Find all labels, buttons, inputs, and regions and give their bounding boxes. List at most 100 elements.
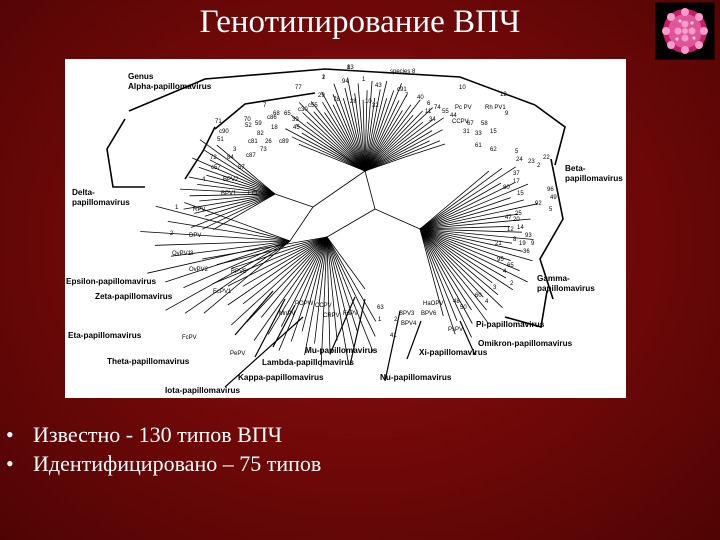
clade-bracket [184,126,216,180]
tree-leaf-label: 70 [244,117,251,123]
tree-branch [253,236,328,341]
genus-label: Kappa-papillomavirus [238,373,324,382]
tree-branch [357,83,366,172]
tree-branch [301,236,328,332]
tree-branch [312,170,366,208]
tree-leaf-label: 47 [505,215,512,221]
tree-leaf-label: 10 [459,85,466,91]
bullet-item: •Известно - 130 типов ВПЧ [6,422,283,447]
tree-leaf-label: 93 [525,233,532,239]
tree-leaf-label: 19 [519,241,526,247]
tree-branch [165,240,291,283]
tree-leaf-label: 25 [515,211,522,217]
tree-leaf-label: EcPV1 [213,289,232,295]
tree-branch [364,100,400,172]
tree-leaf-label: 8 [347,65,351,71]
tree-branch [290,114,366,172]
tree-branch [231,236,328,326]
tree-leaf-label: c86 [267,115,277,121]
tree-branch [183,193,276,210]
tree-branch [242,236,328,305]
tree-leaf-label: 84 [227,155,234,161]
tree-leaf-label: 2 [170,231,174,237]
tree-branch [419,170,490,230]
tree-leaf-label: c55 [308,103,318,109]
tree-leaf-label: BPV6 [421,311,437,317]
tree-branch [199,193,276,202]
tree-branch [364,140,430,172]
tree-leaf-label: 7 [405,93,409,99]
tree-leaf-label: 3 [493,285,497,291]
tree-leaf-label: 3 [233,147,237,153]
tree-branch [285,128,366,172]
tree-branch [344,87,366,172]
tree-leaf-label: c87 [246,153,256,159]
tree-branch [227,236,328,287]
tree-leaf-label: 44 [450,113,457,119]
tree-branch [216,144,276,195]
tree-leaf-label: 57 [238,165,245,171]
tree-leaf-label: PsPV [448,327,463,333]
tree-branch [364,80,388,172]
tree-branch [419,228,528,283]
genus-label: Xi-papillomavirus [419,348,488,357]
tree-branch [419,183,529,230]
tree-branch [364,90,395,172]
tree-branch [364,110,403,172]
genus-label: Mu-papillomavirus [305,346,378,355]
tree-branch [310,101,366,172]
tree-leaf-label: c81 [248,139,258,145]
tree-leaf-label: 34 [429,117,436,123]
tree-branch [354,93,366,172]
tree-leaf-label: 1 [175,205,179,211]
tree-leaf-label: 3 [190,251,194,257]
tree-branch [280,236,328,327]
tree-branch [204,193,276,217]
tree-leaf-label: 11 [425,109,432,115]
tree-branch [298,143,366,172]
tree-branch [321,91,366,172]
tree-leaf-label: FdPV [343,311,358,317]
tree-branch [364,140,441,172]
pointer-arrow [459,320,476,356]
tree-branch [306,121,366,172]
tree-leaf-label: Rh PV1 [485,105,506,111]
tree-branch [364,90,368,172]
tree-leaf-label: OvPV1 [172,251,192,257]
tree-leaf-label: 1 [322,75,326,81]
tree-branch [419,228,489,325]
tree-branch [419,228,511,261]
tree-branch [419,228,503,308]
tree-branch [291,136,366,172]
genus-label: Pi-papillomavirus [476,320,545,329]
tree-leaf-label: 1 [378,317,382,323]
tree-leaf-label: 49 [550,195,557,201]
tree-branch [364,83,402,172]
tree-branch [180,188,276,195]
tree-branch [326,236,366,290]
tree-branch [212,236,328,285]
tree-leaf-label: 80 [503,185,510,191]
genus-label: Nu-papillomavirus [380,373,452,382]
tree-leaf-label: 61 [475,143,482,149]
tree-leaf-label: 60 [475,293,482,299]
tree-leaf-label: 39 [292,117,299,123]
tree-leaf-label: 67 [467,121,474,127]
tree-leaf-label: 71 [215,119,222,125]
tree-branch [333,83,366,172]
tree-branch [419,228,484,298]
clade-bracket [106,118,145,188]
tree-leaf-label: 22 [543,155,550,161]
tree-branch [364,130,433,172]
tree-branch [231,236,328,269]
tree-branch [209,159,276,195]
tree-leaf-label: 13 [347,65,354,71]
tree-leaf-label: 4 [503,269,507,275]
tree-leaf-label: BPV4 [401,321,417,327]
genus-label: Eta-papillomavirus [68,331,142,340]
tree-leaf-label: 4 [202,177,206,183]
tree-leaf-label: 73 [260,147,267,153]
tree-leaf-label: c57 [211,165,221,171]
tree-branch [167,221,291,242]
